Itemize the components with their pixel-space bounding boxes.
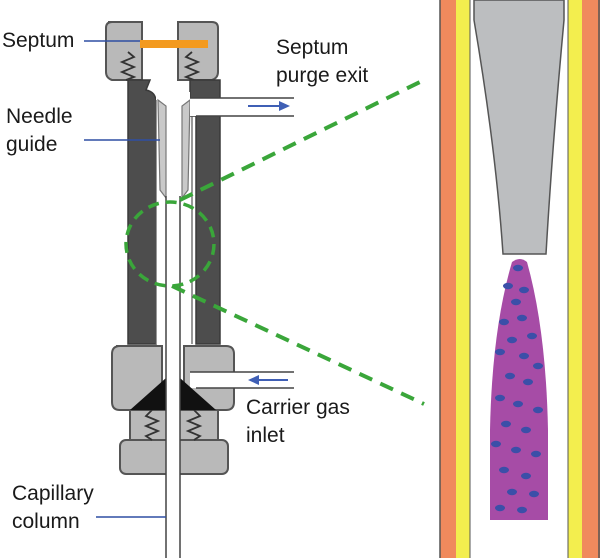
droplet xyxy=(513,264,523,272)
droplet xyxy=(531,450,541,458)
septum-label: Septum xyxy=(2,29,75,52)
purge-flow-arrow xyxy=(248,101,290,111)
ferrule xyxy=(130,378,216,410)
needle-tip xyxy=(473,0,565,255)
droplet xyxy=(495,394,505,402)
droplet xyxy=(507,488,517,496)
tube-wall-right-outer xyxy=(582,0,600,558)
droplet xyxy=(505,372,515,380)
leader-lines xyxy=(84,40,166,518)
droplet xyxy=(507,336,517,344)
septum-purge-exit-tube xyxy=(190,97,294,117)
needle-guide-label-line2: guide xyxy=(6,133,58,156)
zoom-callout xyxy=(124,78,425,406)
upper-left-thread xyxy=(119,51,137,81)
droplet xyxy=(533,406,543,414)
zoom-line-lower xyxy=(171,284,425,406)
droplet xyxy=(529,490,539,498)
septum xyxy=(140,40,208,48)
droplet xyxy=(523,378,533,386)
droplet xyxy=(511,446,521,454)
tube-wall-left-outer xyxy=(440,0,456,558)
droplet xyxy=(517,314,527,322)
droplet xyxy=(527,332,537,340)
droplet xyxy=(513,400,523,408)
septum-purge-exit-label-line2: purge exit xyxy=(276,64,369,87)
lower-right-thread xyxy=(185,409,203,441)
capillary-column-label-line2: column xyxy=(12,510,80,533)
upper-right-thread xyxy=(183,51,201,81)
carrier-gas-inlet-label-line2: inlet xyxy=(246,424,285,447)
carrier-gas-inlet-tube xyxy=(190,371,294,389)
droplet xyxy=(491,440,501,448)
droplet xyxy=(517,506,527,514)
droplet xyxy=(521,426,531,434)
septum-purge-exit-label-line1: Septum xyxy=(276,36,349,59)
carrier-gas-inlet-label-line1: Carrier gas xyxy=(246,396,350,419)
sample-droplets xyxy=(491,264,543,514)
droplet xyxy=(499,318,509,326)
droplet xyxy=(511,298,521,306)
lower-left-thread xyxy=(143,409,161,441)
droplet xyxy=(495,504,505,512)
magnified-view xyxy=(439,0,600,558)
droplet xyxy=(495,348,505,356)
tube-wall-right-inner xyxy=(568,0,582,558)
needle-guide-label-line1: Needle xyxy=(6,105,73,128)
zoom-circle xyxy=(124,200,216,288)
droplet xyxy=(503,282,513,290)
capillary-column xyxy=(165,196,181,558)
droplet xyxy=(521,472,531,480)
upper-nut xyxy=(105,21,219,81)
droplet xyxy=(519,286,529,294)
droplet xyxy=(519,352,529,360)
droplet xyxy=(533,362,543,370)
tube-wall-left-inner xyxy=(456,0,470,558)
droplet xyxy=(501,420,511,428)
capillary-column-label-line1: Capillary xyxy=(12,482,94,505)
sample-plume xyxy=(490,259,548,520)
carrier-flow-arrow xyxy=(248,375,288,385)
droplet xyxy=(499,466,509,474)
